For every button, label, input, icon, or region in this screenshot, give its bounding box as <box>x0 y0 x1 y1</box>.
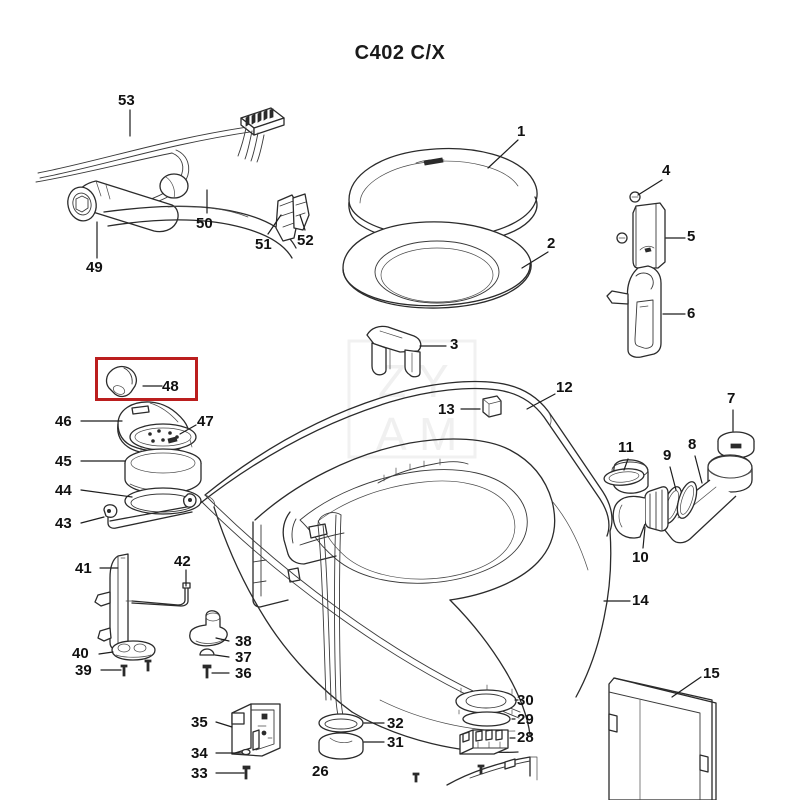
callout-51[interactable]: 51 <box>255 236 272 253</box>
pivot-38 <box>189 610 228 647</box>
callout-6[interactable]: 6 <box>687 305 696 322</box>
callout-50[interactable]: 50 <box>196 215 213 232</box>
callout-52[interactable]: 52 <box>297 232 314 249</box>
frame-30 <box>455 684 517 715</box>
lower-right-parts <box>318 676 717 800</box>
callout-42[interactable]: 42 <box>174 553 191 570</box>
hinge-3 <box>366 325 422 378</box>
callout-39[interactable]: 39 <box>75 662 92 679</box>
callout-30[interactable]: 30 <box>517 692 534 709</box>
callout-44[interactable]: 44 <box>55 482 72 499</box>
callout-10[interactable]: 10 <box>632 549 649 566</box>
washer-34 <box>241 748 251 756</box>
callout-43[interactable]: 43 <box>55 515 72 532</box>
filter-stack-assembly <box>80 365 202 529</box>
callout-48[interactable]: 48 <box>162 378 179 395</box>
callout-36[interactable]: 36 <box>235 665 252 682</box>
watermark-graphic: Z Y A M <box>347 339 477 460</box>
slide-5 <box>632 202 666 269</box>
callout-1[interactable]: 1 <box>517 123 526 140</box>
callout-47[interactable]: 47 <box>197 413 214 430</box>
screw-33 <box>242 765 251 780</box>
callout-32[interactable]: 32 <box>387 715 404 732</box>
rod-42 <box>125 582 191 607</box>
pin-4 <box>629 191 641 203</box>
callout-53[interactable]: 53 <box>118 92 135 109</box>
elbow-48 <box>105 365 137 398</box>
screws-39 <box>120 659 152 677</box>
pump-hose-assembly <box>35 107 310 259</box>
pump-motor-49 <box>67 180 179 233</box>
callout-11[interactable]: 11 <box>618 439 634 456</box>
callout-33[interactable]: 33 <box>191 765 208 782</box>
connector-28 <box>459 729 509 755</box>
callout-40[interactable]: 40 <box>72 645 89 662</box>
svg-text:M: M <box>419 408 457 460</box>
callout-7[interactable]: 7 <box>727 390 736 407</box>
lower-left-parts <box>94 553 281 780</box>
callout-46[interactable]: 46 <box>55 413 72 430</box>
handle-assembly <box>606 179 686 358</box>
callout-13[interactable]: 13 <box>438 401 455 418</box>
callout-38[interactable]: 38 <box>235 633 252 650</box>
callout-28[interactable]: 28 <box>517 729 534 746</box>
callout-9[interactable]: 9 <box>663 447 672 464</box>
gasket-29 <box>462 711 511 727</box>
callout-35[interactable]: 35 <box>191 714 208 731</box>
callout-29[interactable]: 29 <box>517 711 534 728</box>
callout-31[interactable]: 31 <box>387 734 404 751</box>
page-title: C402 C/X <box>354 42 446 64</box>
ring-32 <box>318 713 364 733</box>
clamp-52 <box>292 193 310 231</box>
drain-pipe-assembly <box>603 409 755 549</box>
wire-connector-53 <box>237 107 285 163</box>
callout-3[interactable]: 3 <box>450 336 459 353</box>
callout-2[interactable]: 2 <box>547 235 556 252</box>
callout-41[interactable]: 41 <box>75 560 92 577</box>
plug-cap-13 <box>482 395 502 418</box>
tank-body-12 <box>197 380 631 754</box>
svg-text:Y: Y <box>418 355 449 407</box>
bracket-35 <box>231 703 281 757</box>
callout-12[interactable]: 12 <box>556 379 573 396</box>
handle-rod-43 <box>103 493 197 529</box>
callout-26[interactable]: 26 <box>312 763 329 780</box>
screw-small-b <box>412 772 420 783</box>
callout-45[interactable]: 45 <box>55 453 72 470</box>
seal-ring-11 <box>603 468 645 486</box>
callout-37[interactable]: 37 <box>235 649 252 666</box>
callout-14[interactable]: 14 <box>632 592 649 609</box>
cup-31 <box>318 732 364 760</box>
callout-8[interactable]: 8 <box>688 436 697 453</box>
pin-4b <box>616 232 628 244</box>
callout-4[interactable]: 4 <box>662 162 671 179</box>
rail-41 <box>94 553 129 656</box>
callout-34[interactable]: 34 <box>191 745 208 762</box>
side-panel-15 <box>608 677 717 800</box>
lever-6 <box>606 265 662 358</box>
highlight-box-part-48 <box>95 357 198 401</box>
seat-assembly <box>342 139 549 378</box>
svg-text:A: A <box>376 408 407 460</box>
callout-15[interactable]: 15 <box>703 665 720 682</box>
seat-ring-2 <box>342 221 532 309</box>
callout-5[interactable]: 5 <box>687 228 696 245</box>
washer-37 <box>199 648 215 656</box>
screw-36 <box>202 664 212 679</box>
callout-49[interactable]: 49 <box>86 259 103 276</box>
cap-7 <box>717 431 755 459</box>
clip-40 <box>111 640 156 661</box>
